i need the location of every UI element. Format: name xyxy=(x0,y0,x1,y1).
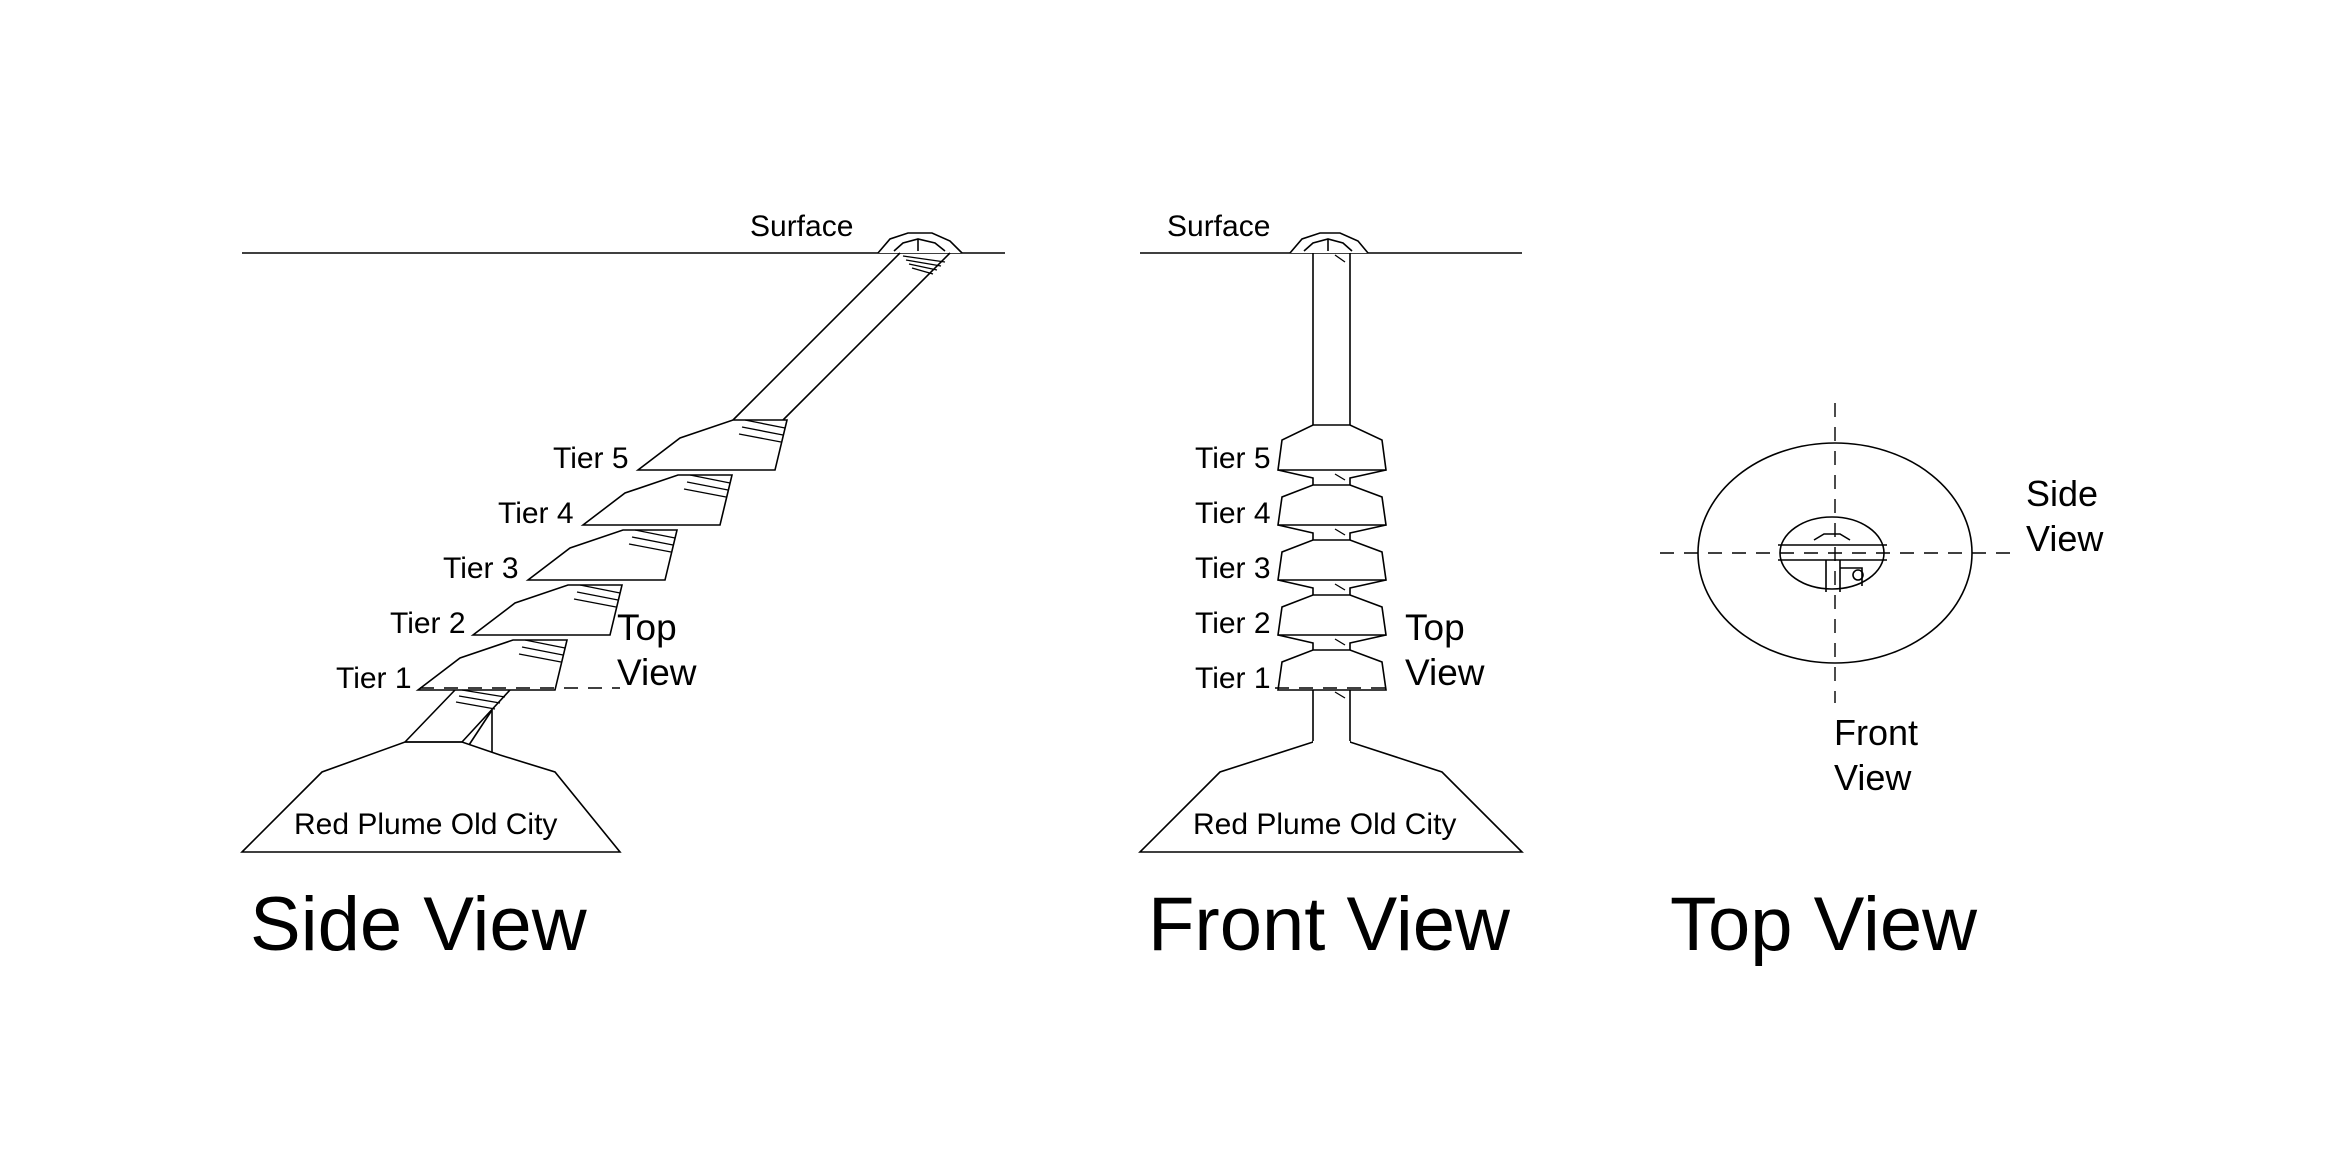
side-lower-shaft xyxy=(404,689,456,743)
side-city-label: Red Plume Old City xyxy=(294,808,557,841)
side-tier-3 xyxy=(525,529,679,581)
front-tier-3 xyxy=(1277,539,1387,581)
side-tier-5 xyxy=(635,419,789,471)
front-top-view-label-1: Top xyxy=(1405,607,1465,648)
side-city-mound xyxy=(240,741,622,853)
front-city-label: Red Plume Old City xyxy=(1193,808,1456,841)
front-tier-3-label: Tier 3 xyxy=(1195,552,1271,585)
top-side-view-label-1: Side xyxy=(2026,473,2098,514)
front-tier-2-label: Tier 2 xyxy=(1195,607,1271,640)
top-front-view-label-1: Front xyxy=(1834,712,1918,753)
front-top-view-label-2: View xyxy=(1405,652,1485,693)
side-surface-label: Surface xyxy=(750,210,853,243)
side-top-view-label-1: Top xyxy=(617,607,677,648)
side-top-view-label-2: View xyxy=(617,652,697,693)
side-shaft-right xyxy=(782,252,951,421)
side-tier-5-label: Tier 5 xyxy=(553,442,629,475)
front-tier-4-label: Tier 4 xyxy=(1195,497,1271,530)
front-surface-label: Surface xyxy=(1167,210,1270,243)
front-view-panel: Surface Tier 5 Tier 4 Tier 3 Tier 2 Tier… xyxy=(1138,210,1524,967)
side-tier-3-label: Tier 3 xyxy=(443,552,519,585)
front-view-caption: Front View xyxy=(1148,882,1511,967)
side-tier-1-label: Tier 1 xyxy=(336,662,412,695)
front-tier-5 xyxy=(1277,424,1387,471)
side-view-panel: Surface Tier 5 Tier 4 Tier 3 Tier 2 Tier… xyxy=(240,210,1005,967)
front-tier-1 xyxy=(1277,649,1387,691)
top-marker-circle xyxy=(1852,569,1864,581)
side-view-caption: Side View xyxy=(250,882,588,967)
side-shaft-left xyxy=(732,252,901,421)
front-entrance-dome xyxy=(1289,232,1369,254)
side-tier-4 xyxy=(580,474,734,526)
top-side-view-label-2: View xyxy=(2026,518,2104,559)
top-inner-ellipse xyxy=(1779,516,1885,590)
front-tier-1-label: Tier 1 xyxy=(1195,662,1271,695)
top-view-caption: Top View xyxy=(1670,882,1978,967)
side-tier-2 xyxy=(470,584,624,636)
top-view-panel: Side View Front View Top View xyxy=(1660,403,2104,967)
front-tier-5-label: Tier 5 xyxy=(1195,442,1271,475)
front-tier-2 xyxy=(1277,594,1387,636)
side-entrance-dome xyxy=(877,232,963,254)
side-tier-1 xyxy=(415,639,569,691)
side-tier-4-label: Tier 4 xyxy=(498,497,574,530)
front-tier-4 xyxy=(1277,484,1387,526)
top-front-view-label-2: View xyxy=(1834,757,1912,798)
side-tier-2-label: Tier 2 xyxy=(390,607,466,640)
